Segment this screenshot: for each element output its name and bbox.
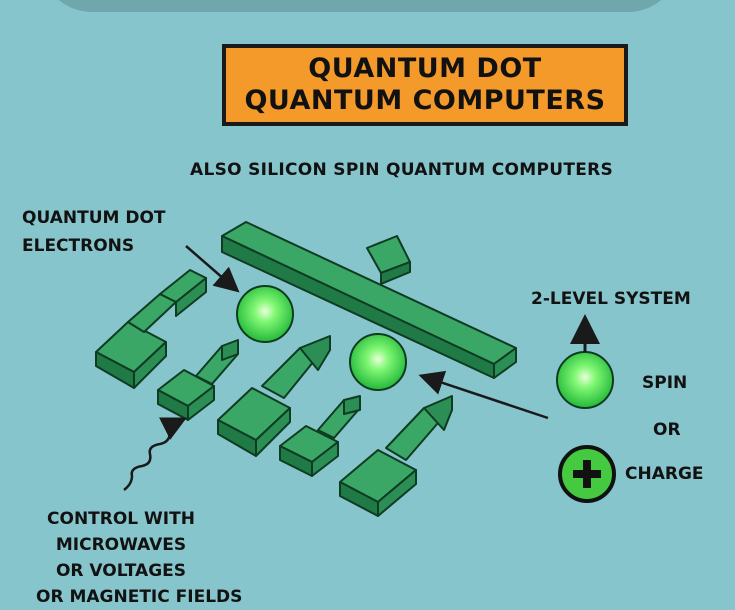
control-label: CONTROL WITH MICROWAVES OR VOLTAGES OR M… [36, 506, 243, 610]
pointer-arrow-right [418, 370, 549, 420]
control-line-1: CONTROL WITH [47, 509, 195, 529]
electron-1 [236, 285, 294, 343]
gate-4 [279, 395, 361, 477]
two-level-label: 2-LEVEL SYSTEM [531, 289, 691, 309]
t-gate-stem-side [380, 261, 411, 285]
squiggle-arrow-icon [123, 417, 187, 491]
quantum-dot-label: QUANTUM DOT ELECTRONS [22, 204, 166, 260]
control-line-4: OR MAGNETIC FIELDS [36, 587, 243, 607]
pointer-arrow-dot [185, 245, 240, 293]
spin-electron [556, 351, 614, 409]
gate-2 [157, 339, 239, 421]
or-label: OR [653, 420, 681, 440]
charge-label: CHARGE [625, 464, 704, 484]
t-gate [221, 221, 517, 379]
gate-5 [339, 395, 453, 517]
title-line-2: QUANTUM COMPUTERS [244, 85, 606, 116]
t-gate-bar-end [493, 347, 517, 379]
title-line-1: QUANTUM DOT [308, 53, 542, 84]
quantum-dot-label-line-1: QUANTUM DOT [22, 208, 166, 228]
spin-label: SPIN [642, 373, 688, 393]
subtitle: ALSO SILICON SPIN QUANTUM COMPUTERS [190, 160, 614, 180]
electron-2 [349, 333, 407, 391]
gate-3 [217, 335, 331, 457]
gate-1 [95, 269, 207, 389]
control-line-3: OR VOLTAGES [55, 561, 187, 581]
quantum-dot-label-line-2: ELECTRONS [22, 236, 135, 256]
title-box: QUANTUM DOT QUANTUM COMPUTERS [222, 44, 628, 126]
control-line-2: MICROWAVES [55, 535, 187, 555]
plus-icon [558, 445, 616, 503]
top-shadow [40, 0, 680, 12]
